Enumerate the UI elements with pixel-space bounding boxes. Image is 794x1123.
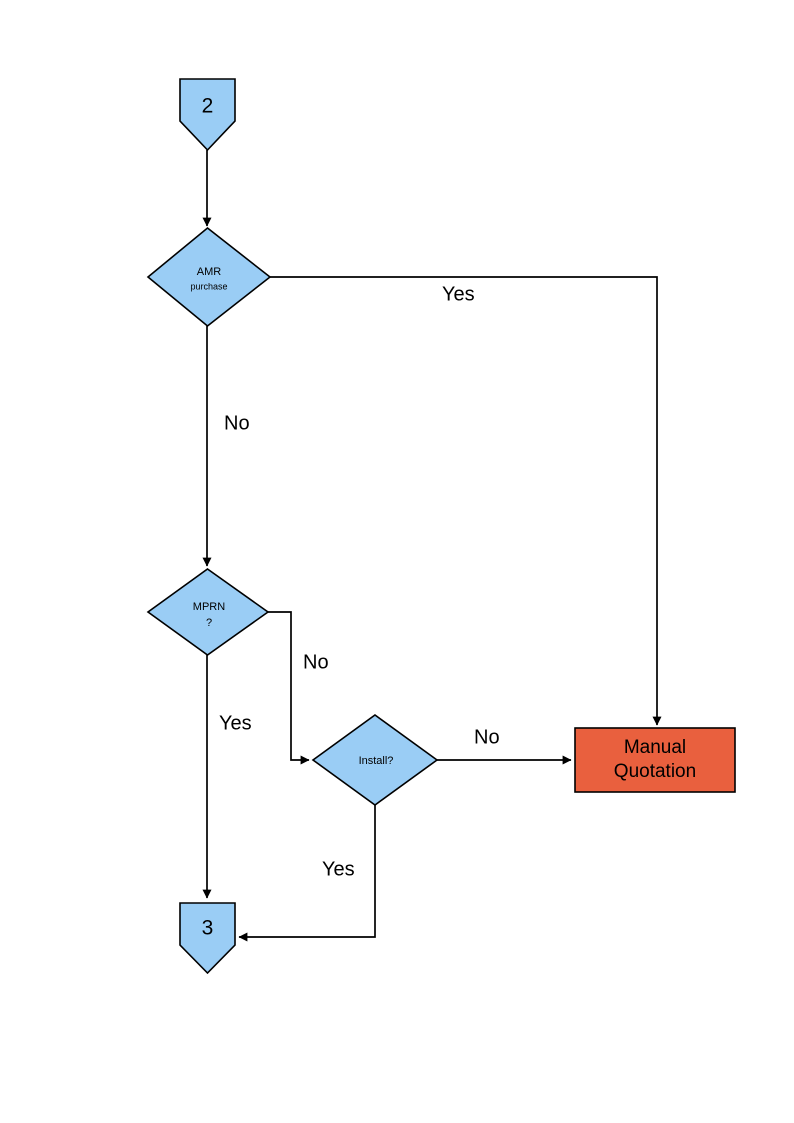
edge-install-yes-to-end [238,805,376,942]
node-manual-quotation[interactable]: Manual Quotation [574,727,736,793]
node-label-manual-quotation-line2: Quotation [614,761,696,782]
node-amr-purchase[interactable]: AMR purchase [146,226,272,328]
node-label-manual-quotation-line1: Manual [624,737,686,758]
edge-mprn-no-to-install [268,611,310,765]
edge-label-mprn-no: No [303,651,329,673]
node-label-start-2: 2 [202,95,214,118]
node-label-install: Install? [359,755,394,767]
diamond-shape-mprn [146,568,270,656]
node-mprn[interactable]: MPRN ? [146,568,270,656]
node-label-amr-line1: AMR [197,266,222,278]
edge-amr-yes-to-manual-quotation [270,276,662,726]
diamond-shape-install [311,714,439,806]
node-start-2[interactable]: 2 [179,78,236,152]
edge-label-amr-no: No [224,412,250,434]
edge-label-install-yes: Yes [322,858,355,880]
rect-shape-manual-quotation [574,727,736,793]
pentagon-shape-3 [179,902,236,975]
node-end-3[interactable]: 3 [179,902,236,975]
pentagon-shape-2 [179,78,236,152]
node-label-mprn-line2: ? [206,617,212,629]
edge-label-install-no: No [474,726,500,748]
diamond-shape-amr-purchase [146,226,272,328]
edge-label-mprn-yes: Yes [219,712,252,734]
node-label-amr-line2: purchase [190,281,227,291]
node-label-mprn-line1: MPRN [193,601,225,613]
node-label-end-3: 3 [202,917,214,940]
edge-label-amr-yes: Yes [442,283,475,305]
node-install[interactable]: Install? [311,714,439,806]
